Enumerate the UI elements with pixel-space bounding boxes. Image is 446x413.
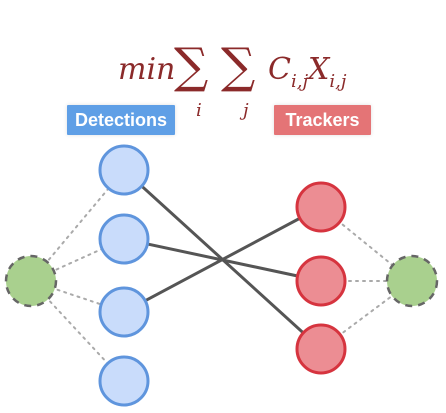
trackers-label: Trackers [274,105,371,135]
assignment-edges [122,168,323,351]
endpoint-nodes [4,254,439,308]
tracker-3-to-sink [320,280,413,350]
formula-sum-j: ∑ [221,38,256,94]
dotted-edges [30,169,413,382]
tracker-node-1 [295,181,347,233]
detections-label: Detections [67,105,175,135]
detection-nodes [98,144,150,407]
detection-node-4 [98,355,150,407]
tracker-node-3 [295,323,347,375]
formula-index-i: i [196,100,202,121]
formula-min: min [118,52,176,87]
source-node [4,254,58,308]
formula-expression: Ci,jXi,j [268,52,346,92]
formula-x-subscript: i,j [329,71,347,92]
tracker-node-2 [295,255,347,307]
detection-3-to-tracker-1 [122,205,323,314]
optimization-formula: min ∑ ∑ i j Ci,jXi,j [118,18,378,121]
detection-node-3 [98,286,150,338]
formula-x: X [308,52,330,87]
detection-node-2 [98,213,150,265]
formula-c: C [268,52,291,87]
tracker-nodes [295,181,347,375]
detection-node-1 [98,144,150,196]
formula-c-subscript: i,j [290,71,309,92]
formula-sum-i: ∑ [174,38,209,94]
sink-node [385,254,439,308]
formula-index-j: j [243,100,249,121]
